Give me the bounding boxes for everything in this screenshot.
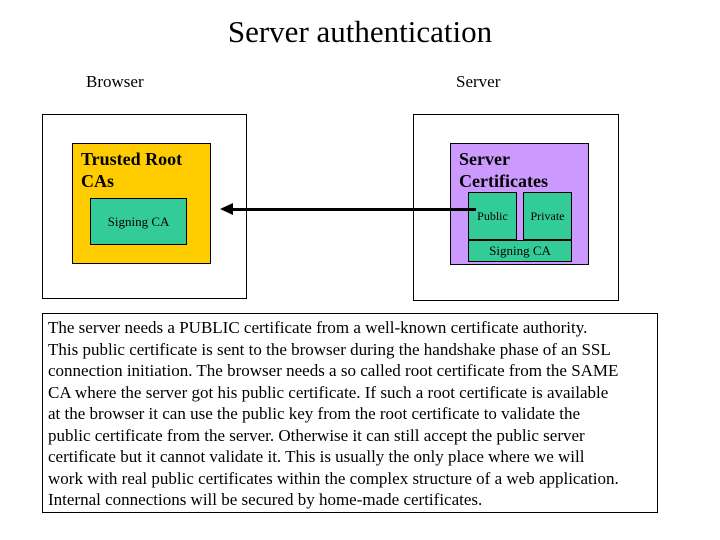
notes-line: work with real public certificates withi… bbox=[48, 468, 619, 488]
server-signing-ca-box: Signing CA bbox=[468, 240, 572, 262]
notes-box: The server needs a PUBLIC certificate fr… bbox=[42, 313, 658, 513]
server-column-label: Server bbox=[456, 72, 501, 91]
notes-line: certificate but it cannot validate it. T… bbox=[48, 447, 585, 466]
notes-line: public certificate from the server. Othe… bbox=[48, 425, 585, 445]
notes-line: connection initiation. The browser needs… bbox=[48, 361, 619, 380]
browser-signing-ca-box: Signing CA bbox=[90, 198, 187, 245]
browser-container-box: Trusted Root CAs Signing CA bbox=[42, 114, 247, 299]
server-signing-ca-label: Signing CA bbox=[489, 243, 551, 258]
public-certificate-label: Public bbox=[477, 208, 508, 223]
notes-line: at the browser it can use the public key… bbox=[48, 404, 580, 423]
notes-line: CA where the server got his public certi… bbox=[48, 382, 609, 402]
notes-line: Internal connections will be secured by … bbox=[48, 490, 483, 509]
notes-line: This public certificate is sent to the b… bbox=[48, 339, 611, 359]
browser-signing-ca-label: Signing CA bbox=[107, 213, 170, 229]
private-certificate-label: Private bbox=[530, 208, 565, 223]
notes-line: The server needs a PUBLIC certificate fr… bbox=[48, 318, 588, 337]
trusted-root-cas-label: Trusted Root CAs bbox=[81, 149, 183, 191]
page-title: Server authentication bbox=[227, 14, 493, 49]
server-certificates-box: Server Certificates Public Private Signi… bbox=[450, 143, 589, 265]
arrow-head-icon bbox=[220, 203, 233, 215]
trusted-root-cas-box: Trusted Root CAs Signing CA bbox=[72, 143, 211, 264]
server-container-box: Server Certificates Public Private Signi… bbox=[413, 114, 619, 301]
public-certificate-box: Public bbox=[468, 192, 517, 240]
private-certificate-box: Private bbox=[523, 192, 572, 240]
browser-column-label: Browser bbox=[86, 72, 144, 91]
server-certificates-label: Server Certificates bbox=[459, 149, 548, 191]
arrow-line bbox=[230, 208, 476, 211]
